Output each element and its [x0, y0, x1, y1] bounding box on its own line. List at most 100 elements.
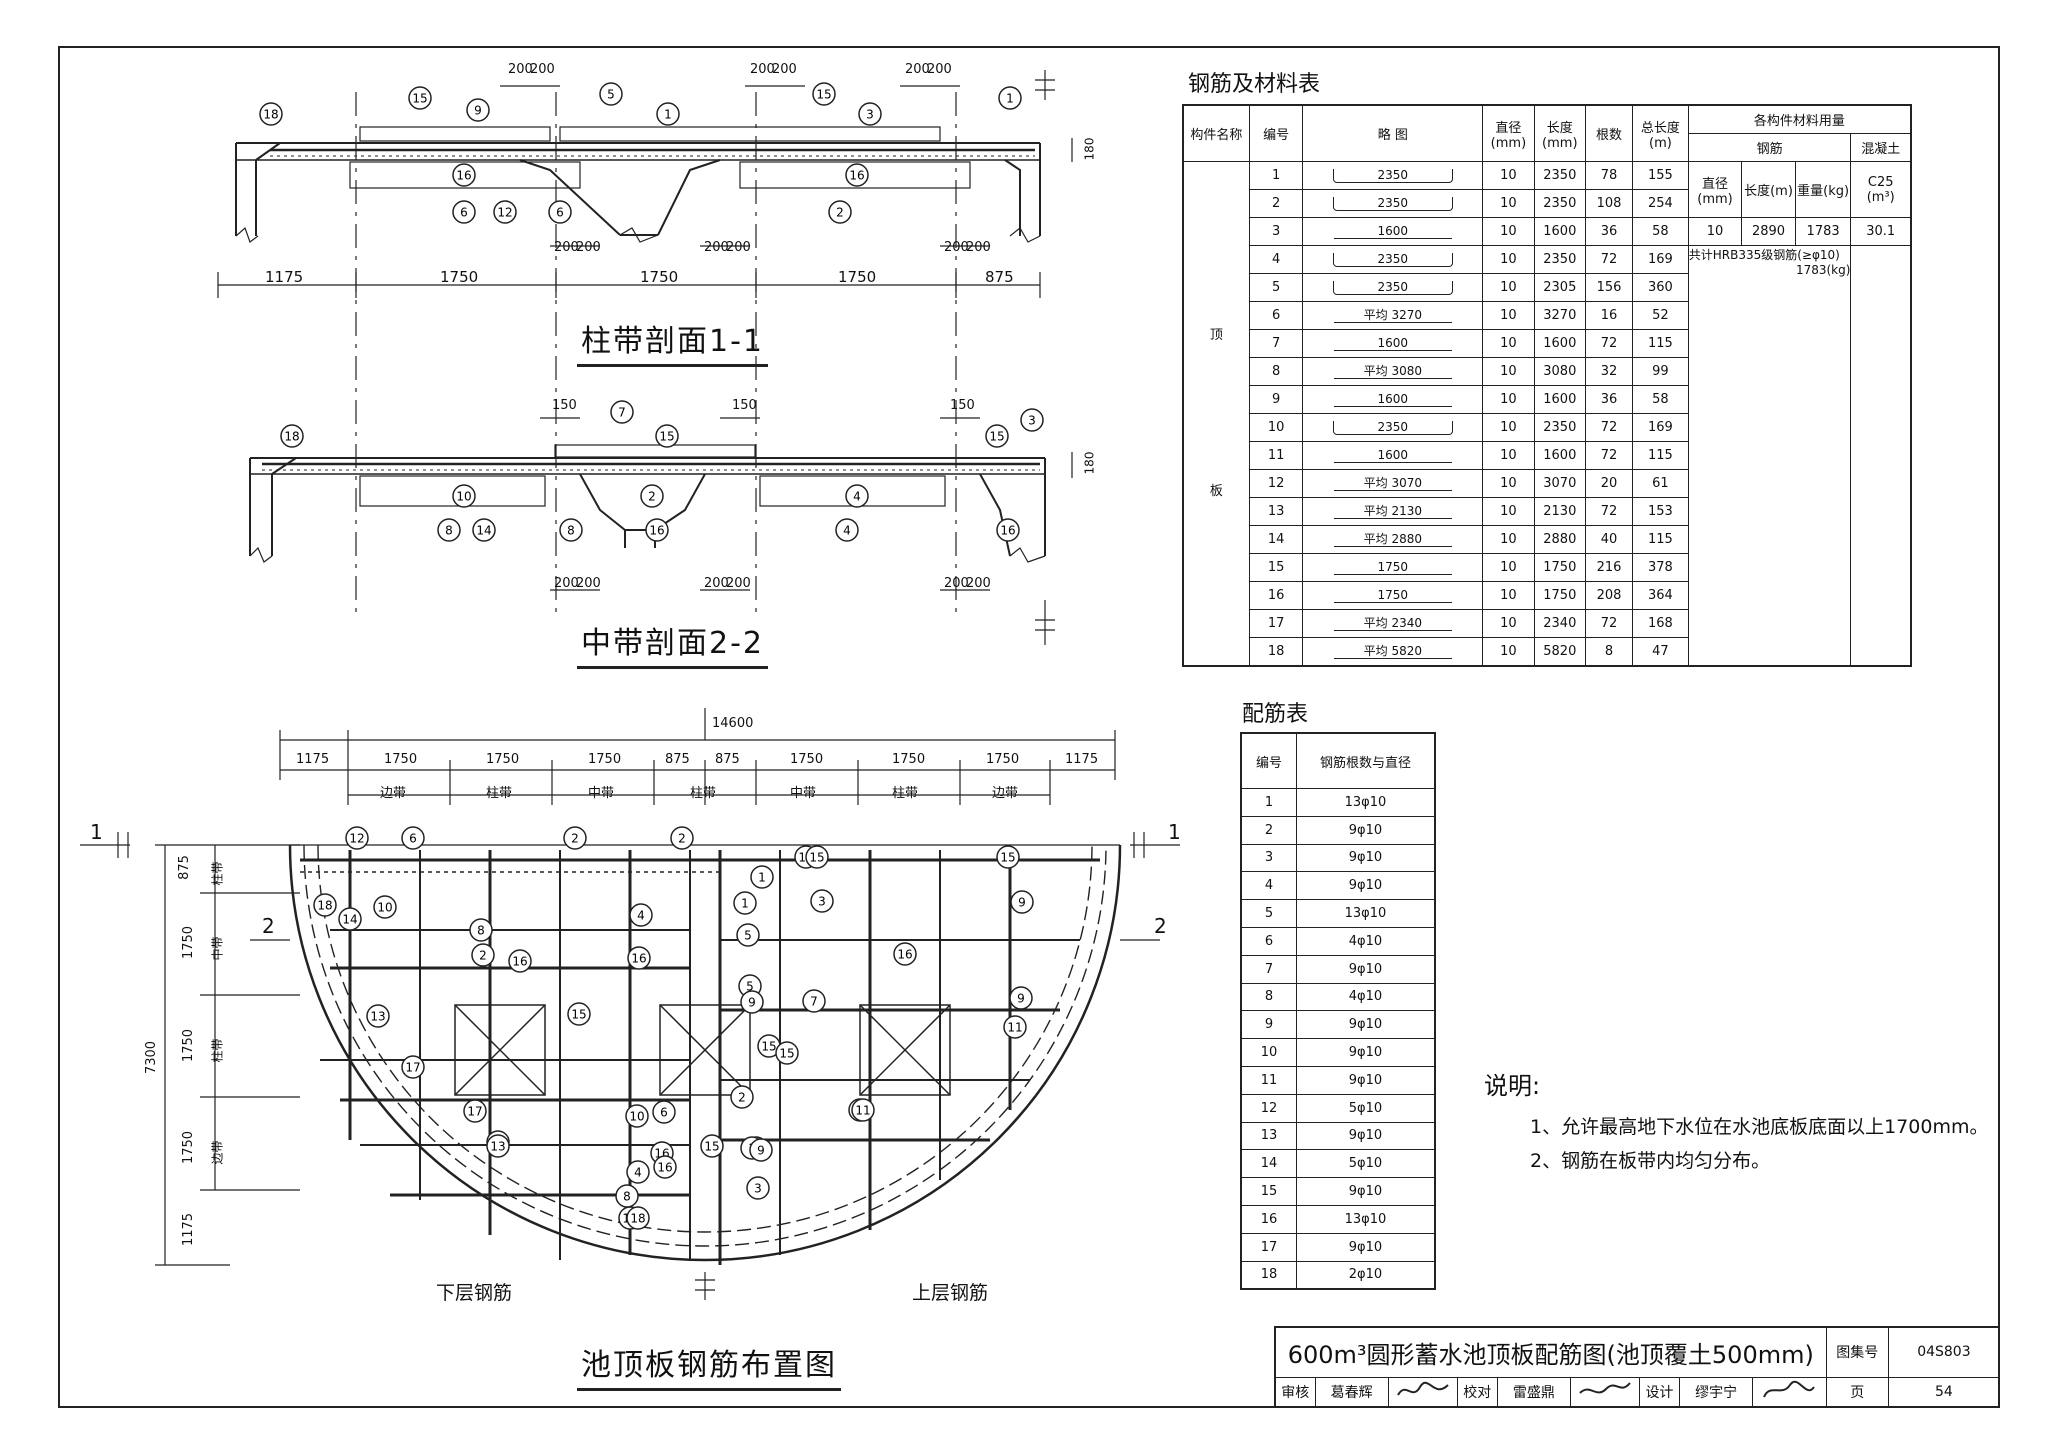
bar-mark-plan: 16: [657, 1161, 672, 1175]
bar-mark-circle: [486, 1134, 510, 1158]
bar-mark-circle: [373, 895, 397, 919]
bar-mark-circle: [835, 518, 859, 542]
bar-mark-circle: [313, 893, 337, 917]
h-len: 长度(mm): [1533, 104, 1586, 162]
bar-mark-plan: 1: [758, 871, 766, 885]
row-dia: 10: [1482, 329, 1535, 358]
pd-7: 1750: [790, 752, 824, 767]
row-tot: 115: [1632, 329, 1689, 358]
bar-sketch: 1600: [1333, 392, 1452, 407]
row-dia: 10: [1482, 245, 1535, 274]
row-cnt: 72: [1584, 329, 1634, 358]
bar-mark-circle: [640, 484, 664, 508]
row-cnt: 72: [1584, 609, 1634, 638]
bar-mark-plan: 3: [818, 895, 826, 909]
dim-200-t4: 200: [772, 62, 797, 77]
dim-thick-2: 180: [1082, 451, 1097, 475]
upper-rebar-label: 上层钢筋: [912, 1282, 989, 1304]
bar-mark-s11: 16: [849, 169, 864, 183]
row-len: 2340: [1533, 609, 1586, 638]
bar-mark-circle: [469, 918, 493, 942]
bar-mark-circle: [700, 1134, 724, 1158]
conc-vol: 30.1: [1850, 217, 1912, 246]
cfg-spec: 9φ10: [1295, 843, 1436, 873]
row-sketch: 1600: [1302, 217, 1484, 246]
bar-mark-plan: 13: [490, 1140, 505, 1154]
bar-mark-circle: [471, 943, 495, 967]
designer: 缪宇宁: [1678, 1376, 1754, 1409]
cfg-spec: 9φ10: [1295, 1177, 1436, 1206]
bar-mark-plan: 15: [571, 1008, 586, 1022]
bar-mark-s22: 10: [456, 490, 471, 504]
row-tot: 61: [1632, 469, 1689, 498]
sub-wt: 重量(kg): [1794, 161, 1852, 218]
dim-1750-b: 1750: [640, 268, 679, 286]
dim-200-m3: 200: [704, 240, 729, 255]
bar-mark-s22: 16: [649, 524, 664, 538]
bar-mark-circle: [463, 1099, 487, 1123]
bar-sketch: 2350: [1332, 168, 1453, 183]
row-cnt: 216: [1584, 553, 1634, 582]
sub-dia: 直径(mm): [1687, 161, 1743, 218]
bar-mark-circle: [493, 200, 517, 224]
check-label: 校对: [1456, 1376, 1498, 1409]
bar-mark-circle: [845, 163, 869, 187]
row-no: 10: [1248, 413, 1304, 442]
row-len: 1600: [1533, 441, 1586, 470]
bar-mark-s11: 9: [474, 104, 482, 118]
bar-mark-circle: [567, 1002, 591, 1026]
bar-mark-plan: 13: [370, 1010, 385, 1024]
bar-mark-circle: [750, 865, 774, 889]
bar-mark-plan: 9: [1018, 896, 1026, 910]
cfg-spec: 5φ10: [1295, 1093, 1436, 1123]
cfg-h-no: 编号: [1240, 732, 1297, 789]
h-total: 总长度(m): [1632, 104, 1689, 162]
cfg-spec: 9φ10: [1295, 954, 1436, 984]
dim-875: 875: [985, 268, 1014, 286]
pd-9: 1750: [986, 752, 1020, 767]
cfg-spec: 13φ10: [1295, 788, 1436, 817]
bar-mark-plan: 7: [810, 995, 818, 1009]
row-tot: 168: [1632, 609, 1689, 638]
bar-sketch: 平均 5820: [1333, 644, 1452, 659]
band-4: 柱带: [690, 786, 717, 801]
bar-mark-circle: [401, 826, 425, 850]
band-7: 边带: [992, 786, 1019, 801]
band-1: 边带: [380, 786, 407, 801]
bar-mark-circle: [338, 907, 362, 931]
row-sketch: 2350: [1302, 245, 1484, 274]
row-cnt: 16: [1584, 301, 1634, 330]
bar-mark-circle: [733, 891, 757, 915]
bar-mark-plan: 3: [754, 1182, 762, 1196]
row-len: 3070: [1533, 469, 1586, 498]
dim-200-b5: 200: [944, 576, 969, 591]
bar-mark-plan: 15: [809, 851, 824, 865]
bar-sketch: 1750: [1333, 560, 1452, 575]
cfg-no: 12: [1240, 1093, 1297, 1123]
plb-4: 边带: [210, 1140, 225, 1165]
row-cnt: 36: [1584, 217, 1634, 246]
dim-200-b6: 200: [966, 576, 991, 591]
bar-mark-circle: [810, 889, 834, 913]
row-sketch: 1600: [1302, 329, 1484, 358]
bar-mark-s11: 6: [460, 206, 468, 220]
bar-mark-plan: 16: [631, 952, 646, 966]
steel-wt: 1783: [1794, 217, 1852, 246]
section-1-1-title: 柱带剖面1-1: [577, 316, 768, 367]
row-len: 1750: [1533, 553, 1586, 582]
bar-mark-plan: 16: [512, 955, 527, 969]
row-dia: 10: [1482, 217, 1535, 246]
bar-mark-circle: [775, 1041, 799, 1065]
bar-mark-circle: [1009, 986, 1033, 1010]
config-table-title: 配筋表: [1242, 702, 1309, 727]
page-label: 页: [1825, 1376, 1889, 1409]
pd-1: 1175: [296, 752, 330, 767]
